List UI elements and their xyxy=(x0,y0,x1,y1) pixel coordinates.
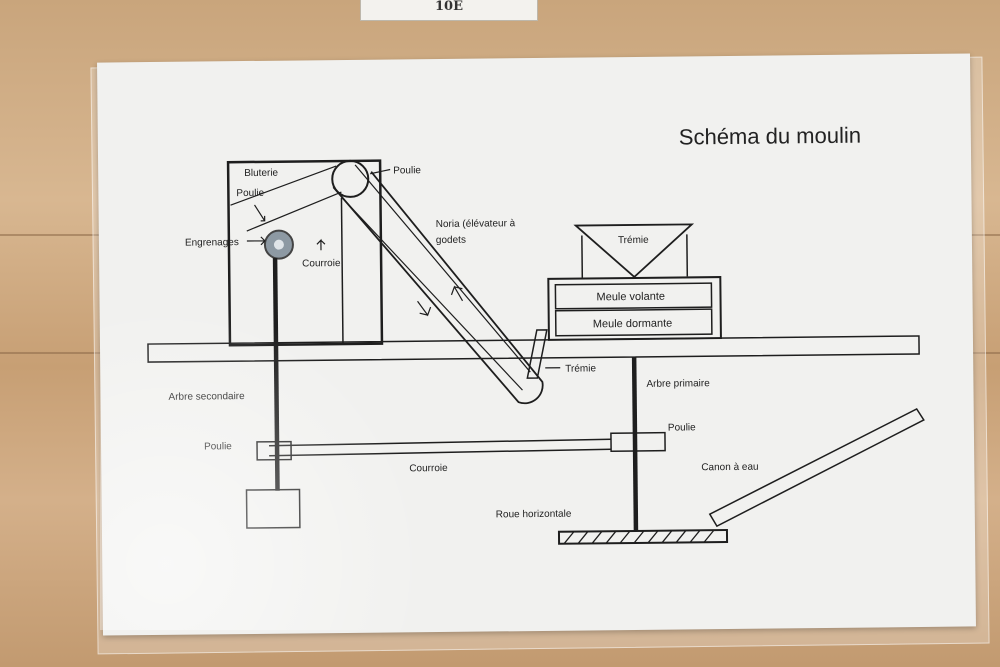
label-poulie: Poulie xyxy=(236,188,264,199)
arrow-courroie-icon xyxy=(316,238,326,251)
label-poulie: Poulie xyxy=(393,165,421,176)
primary-shaft xyxy=(631,356,639,531)
horizontal-belt-lower xyxy=(269,448,612,457)
vertical-belt xyxy=(340,198,344,345)
room-number-label: 10E xyxy=(435,0,463,14)
arrow-top-pulley-icon xyxy=(370,168,391,175)
label-arbre-secondaire: Arbre secondaire xyxy=(168,391,245,403)
gear-hub xyxy=(273,239,284,250)
left-pulley xyxy=(256,440,292,461)
label-poulie-left: Poulie xyxy=(204,441,232,452)
label-poulie-right: Poulie xyxy=(668,422,696,433)
label-tremie-lower: Trémie xyxy=(565,363,596,374)
top-pulley xyxy=(331,159,370,198)
upper-millstone xyxy=(554,282,713,310)
millstone-housing xyxy=(547,276,722,341)
wheel-hatching xyxy=(563,529,715,545)
noria-inner-belt-2 xyxy=(354,164,531,373)
right-pulley xyxy=(610,431,666,452)
horizontal-belt xyxy=(269,438,612,447)
label-meule-volante: Meule volante xyxy=(596,291,665,304)
hopper xyxy=(573,223,695,279)
lower-millstone xyxy=(554,308,713,337)
label-tremie: Trémie xyxy=(618,235,649,246)
room-number-sign: 10E xyxy=(360,0,538,21)
label-noria: Noria (élévateur à xyxy=(436,218,516,230)
pulley-belt xyxy=(230,165,337,206)
pulley-belt-2 xyxy=(246,191,342,232)
arrow-down-icon xyxy=(417,300,432,317)
label-arbre-primaire: Arbre primaire xyxy=(646,378,710,390)
label-canon-a-eau: Canon à eau xyxy=(701,462,758,474)
label-engrenages: Engrenages xyxy=(185,237,239,249)
label-roue-horizontale: Roue horizontale xyxy=(496,509,572,521)
label-courroie: Courroie xyxy=(302,258,341,269)
water-cannon xyxy=(708,408,925,528)
horizontal-wheel xyxy=(557,529,729,545)
arrow-pulley-icon xyxy=(254,204,266,222)
arrow-engrenages-icon xyxy=(246,236,266,246)
label-noria-line2: godets xyxy=(436,235,466,246)
weight-box xyxy=(245,488,301,529)
label-courroie-horizontal: Courroie xyxy=(409,463,448,474)
label-meule-dormante: Meule dormante xyxy=(593,318,673,331)
label-bluterie: Bluterie xyxy=(244,168,278,179)
arrow-up-icon xyxy=(450,285,464,302)
diagram-title: Schéma du moulin xyxy=(679,123,861,150)
noria-outer-belt xyxy=(332,171,544,405)
grain-chute xyxy=(526,329,548,379)
